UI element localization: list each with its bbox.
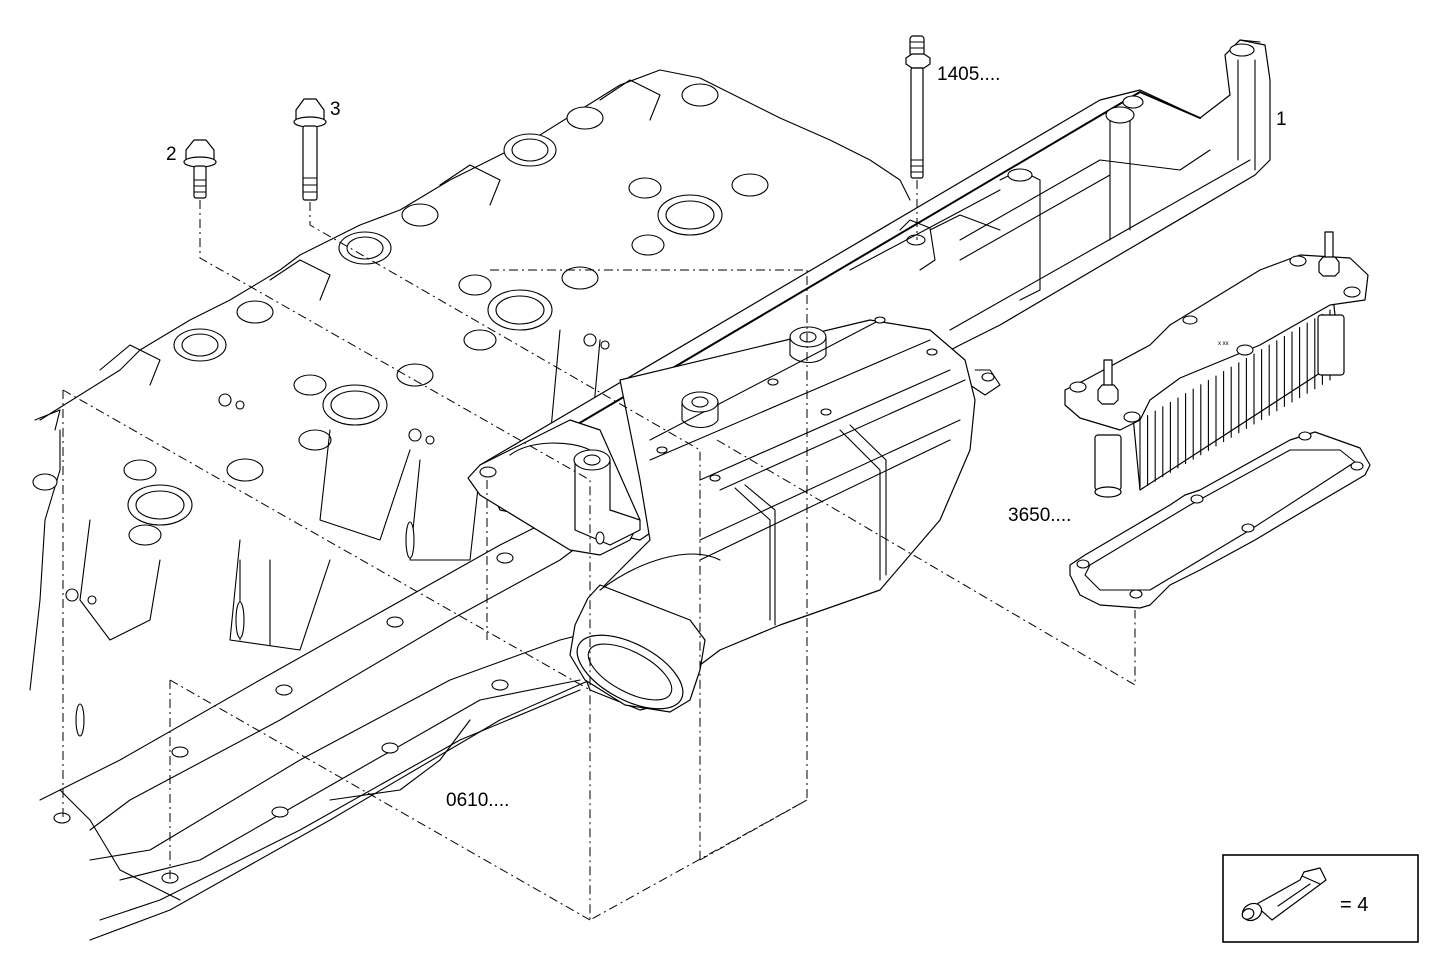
- callout-short-bolt: 2: [166, 144, 177, 165]
- assembly-line-manifold-diag-2: [169, 679, 591, 921]
- svg-text:x xx: x xx: [1218, 341, 1229, 347]
- short-bolt-part-2[interactable]: [183, 139, 217, 199]
- assembly-line-manifold-diag-1: [62, 389, 591, 691]
- assembly-line-cooler: [716, 439, 1136, 686]
- callout-stud: 1405....: [937, 64, 1000, 85]
- assembly-line-bolt-2: [199, 200, 591, 920]
- callout-oil-cooler: 3650....: [1008, 505, 1071, 526]
- callout-long-bolt: 3: [330, 99, 341, 120]
- legend-box: = 4: [1222, 854, 1419, 943]
- oil-cooler-gasket[interactable]: [1069, 431, 1371, 609]
- assembly-line-mid: [699, 799, 808, 861]
- callout-manifold: 1: [1276, 109, 1287, 130]
- assembly-line-bolt-3: [309, 202, 701, 860]
- intake-duct[interactable]: [467, 316, 976, 724]
- legend-quantity-text: = 4: [1340, 894, 1368, 916]
- stud-part-1405[interactable]: [905, 35, 931, 179]
- cylinder-head[interactable]: [29, 69, 911, 941]
- oil-cooler-part-3650[interactable]: x xx: [1064, 231, 1369, 498]
- long-bolt-part-3[interactable]: [293, 98, 327, 201]
- assembly-lines: [62, 180, 1136, 921]
- sealant-tube-icon: [1241, 867, 1327, 922]
- assembly-line-rail: [490, 269, 808, 921]
- callout-cylinder-head: 0610....: [446, 790, 509, 811]
